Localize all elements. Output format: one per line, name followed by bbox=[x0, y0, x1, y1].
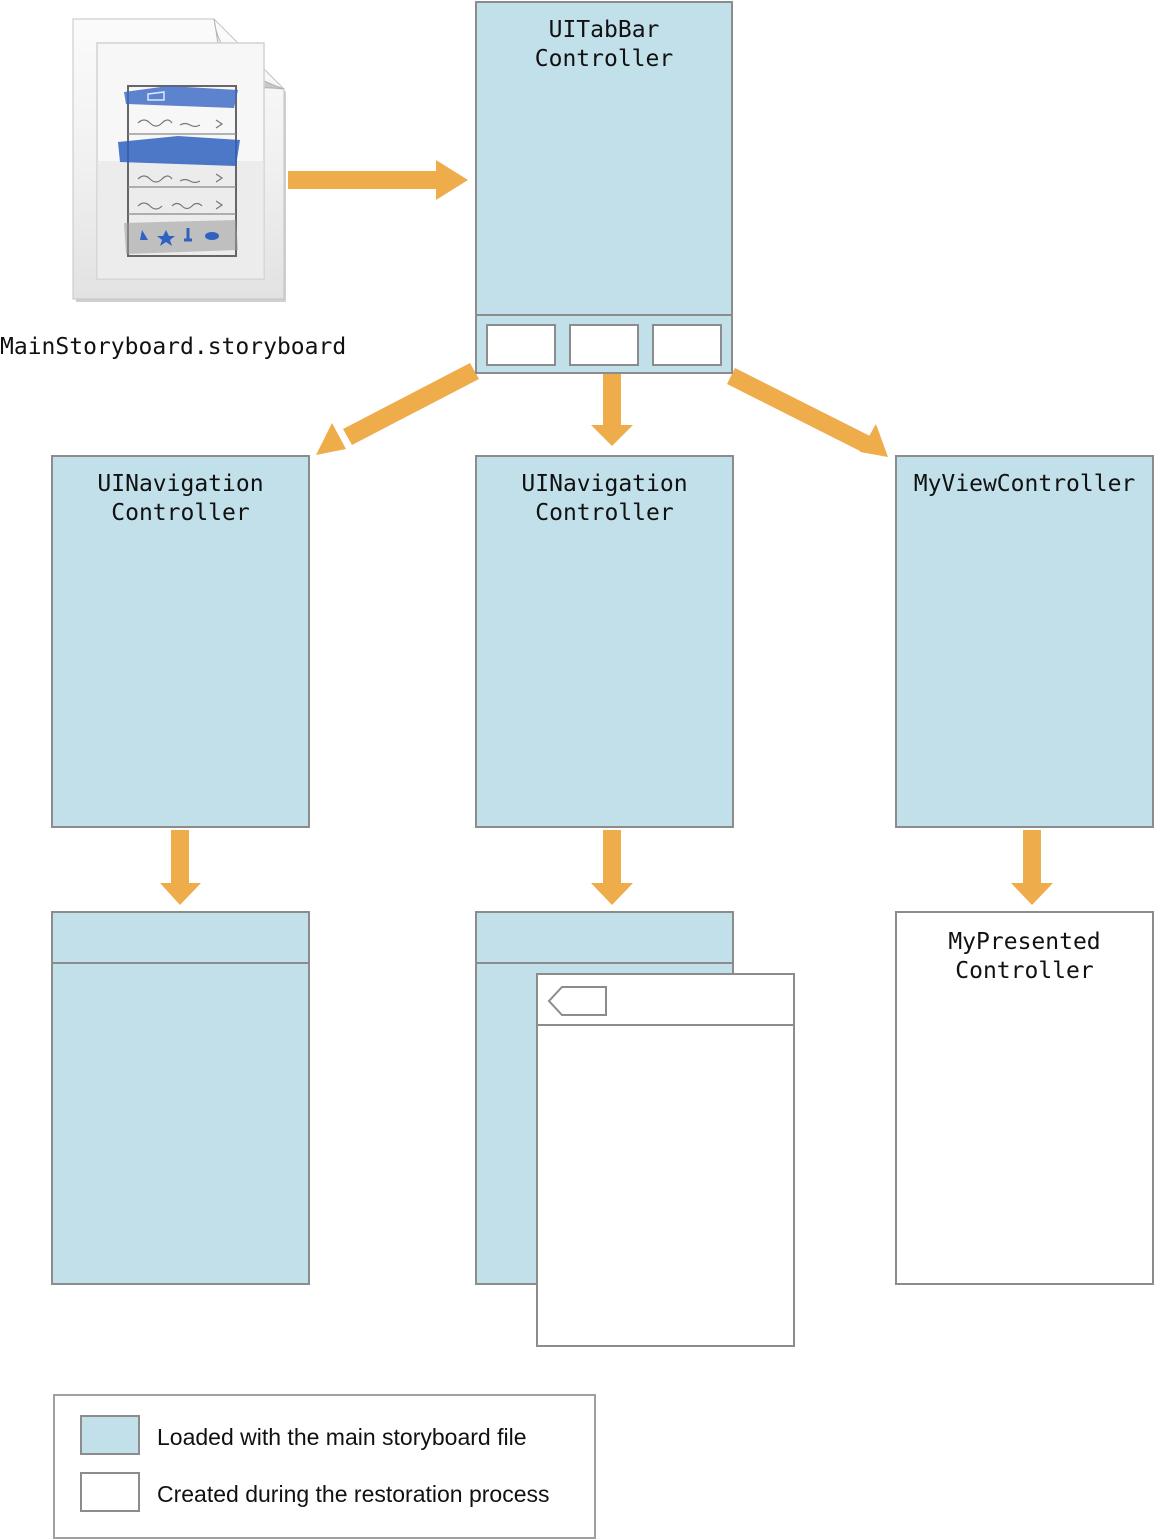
arrow-nav-left-down bbox=[160, 830, 201, 905]
nav-bar-divider bbox=[538, 1024, 793, 1026]
tab-bar-item-2 bbox=[569, 324, 639, 366]
storyboard-file-label: MainStoryboard.storyboard bbox=[0, 334, 347, 360]
tab-bar-item-3 bbox=[652, 324, 722, 366]
storyboard-file-icon bbox=[68, 16, 292, 308]
arrow-tabbar-to-myview bbox=[727, 368, 888, 457]
arrow-storyboard-to-tabbar bbox=[288, 160, 468, 200]
tabbar-controller-title: UITabBar Controller bbox=[534, 17, 674, 72]
nav-bar-divider bbox=[477, 962, 732, 964]
nav-controller-middle-title: UINavigation Controller bbox=[521, 471, 688, 526]
legend-loaded-swatch bbox=[80, 1415, 140, 1455]
nav-controller-left-title: UINavigation Controller bbox=[97, 471, 264, 526]
nav-controller-left-box: UINavigation Controller bbox=[51, 455, 310, 828]
my-view-controller-box: MyViewController bbox=[895, 455, 1154, 828]
my-view-controller-title: MyViewController bbox=[913, 471, 1136, 497]
my-presented-controller-title: MyPresented Controller bbox=[948, 929, 1101, 984]
my-presented-controller-box: MyPresented Controller bbox=[895, 911, 1154, 1285]
legend-loaded-label: Loaded with the main storyboard file bbox=[157, 1424, 527, 1450]
nav-controller-middle-box: UINavigation Controller bbox=[475, 455, 734, 828]
tab-bar-item-1 bbox=[486, 324, 556, 366]
legend-created-label: Created during the restoration process bbox=[157, 1481, 550, 1507]
arrow-nav-middle-down bbox=[591, 830, 633, 905]
arrow-tabbar-to-nav-middle bbox=[591, 374, 633, 446]
tab-bar-strip bbox=[477, 314, 731, 372]
nav-bar-divider bbox=[53, 962, 308, 964]
back-button-icon bbox=[547, 986, 607, 1016]
nav-left-root-view-box bbox=[51, 911, 310, 1285]
arrow-myview-down bbox=[1011, 830, 1053, 905]
tabbar-controller-box: UITabBar Controller bbox=[475, 1, 733, 374]
arrow-tabbar-to-nav-left bbox=[316, 363, 479, 455]
nav-middle-pushed-view-box bbox=[536, 973, 795, 1347]
legend: Loaded with the main storyboard file Cre… bbox=[53, 1394, 596, 1539]
legend-created-swatch bbox=[80, 1472, 140, 1512]
